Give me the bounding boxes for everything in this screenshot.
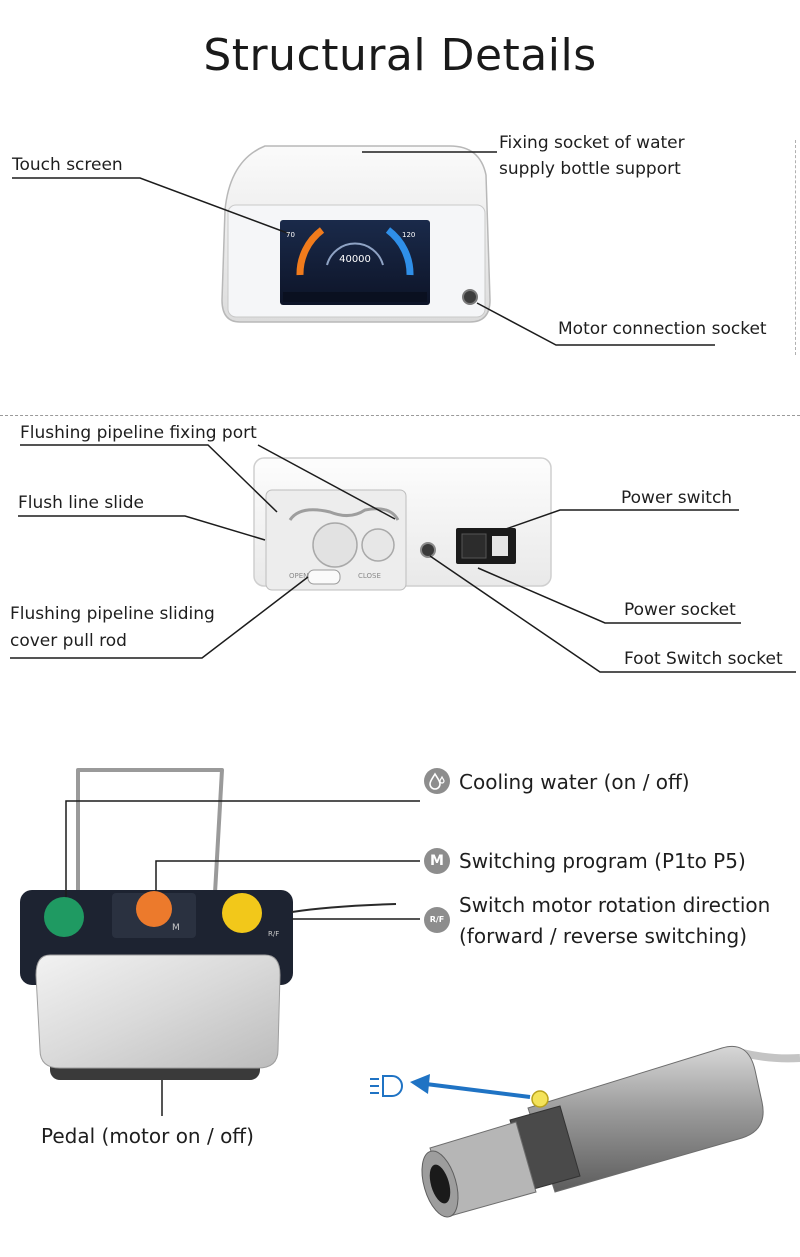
led-light [531,1090,549,1108]
foot-pedal: M R/F [20,768,397,1080]
close-mark: CLOSE [358,572,381,580]
open-mark: OPEN [289,572,308,580]
pedal-m-mark: M [172,923,180,933]
label-power-switch: Power switch [621,488,733,508]
section-divider [0,415,800,416]
light-arrow-icon [410,1074,531,1099]
label-pull-rod-1: Flushing pipeline sliding [10,604,215,624]
label-cooling-water: Cooling water (on / off) [459,770,690,794]
water-drop-icon [424,768,450,794]
rotation-direction-button[interactable] [222,893,262,933]
label-rotation-2: (forward / reverse switching) [459,924,748,948]
label-foot-switch-socket: Foot Switch socket [624,649,783,669]
label-fixing-socket-1: Fixing socket of water [499,133,685,153]
screen-speed-readout: 40000 [339,254,371,265]
pull-rod[interactable] [307,569,341,585]
motor-connection-socket[interactable] [462,289,478,305]
screen-left-value: 70 [286,231,295,239]
label-rotation-1: Switch motor rotation direction [459,893,771,917]
label-motor-socket: Motor connection socket [558,319,767,339]
label-flushing-port: Flushing pipeline fixing port [20,423,257,443]
rotation-rf-icon: R/F [424,907,450,933]
page-title: Structural Details [203,30,597,81]
control-unit-back: OPEN CLOSE [253,457,552,591]
right-edge-dashed-line [795,140,796,355]
label-switching-program: Switching program (P1to P5) [459,849,746,873]
screen-right-value: 120 [402,231,416,239]
label-flush-slide: Flush line slide [18,493,144,513]
foot-switch-socket[interactable] [420,542,436,558]
label-pedal: Pedal (motor on / off) [41,1124,254,1148]
control-unit-front [221,145,491,323]
cooling-water-button[interactable] [44,897,84,937]
handpiece-motor [421,1045,800,1218]
touch-screen[interactable] [280,220,430,305]
program-m-icon: M [424,848,450,874]
label-fixing-socket-2: supply bottle support [499,159,681,179]
pedal-rf-mark: R/F [268,930,279,938]
label-power-socket: Power socket [624,600,736,620]
label-touch-screen: Touch screen [12,155,123,175]
power-switch[interactable] [461,533,487,559]
program-button[interactable] [136,891,172,927]
light-icon [370,1075,403,1097]
pedal-plate[interactable] [35,954,281,1069]
label-pull-rod-2: cover pull rod [10,631,127,651]
